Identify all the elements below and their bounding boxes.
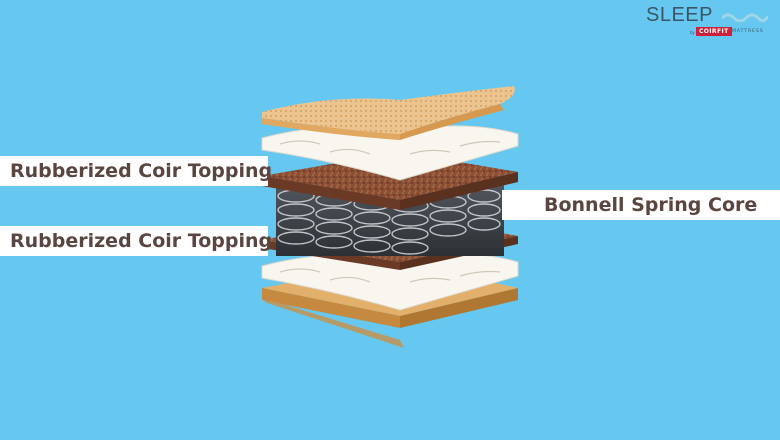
sleep-coirfit-logo: SLEEP by COIRFIT MATTRESS: [646, 4, 770, 40]
label-band-bottom-coir: Rubberized Coir Topping: [0, 226, 272, 256]
label-top-coir-topping: Rubberized Coir Topping: [10, 160, 273, 182]
logo-mattress-text: MATTRESS: [732, 29, 764, 34]
logo-wordmark: SLEEP: [646, 4, 713, 26]
logo-brand-badge: COIRFIT: [696, 27, 732, 36]
label-bonnell-spring-core: Bonnell Spring Core: [544, 194, 758, 216]
logo-wave-icon: [722, 13, 768, 22]
top-fabric-layer: [262, 86, 515, 140]
label-band-spring-core: Bonnell Spring Core: [502, 190, 780, 220]
logo-by-text: by: [690, 30, 695, 35]
label-band-top-coir: Rubberized Coir Topping: [0, 156, 272, 186]
label-bottom-coir-topping: Rubberized Coir Topping: [10, 230, 273, 252]
